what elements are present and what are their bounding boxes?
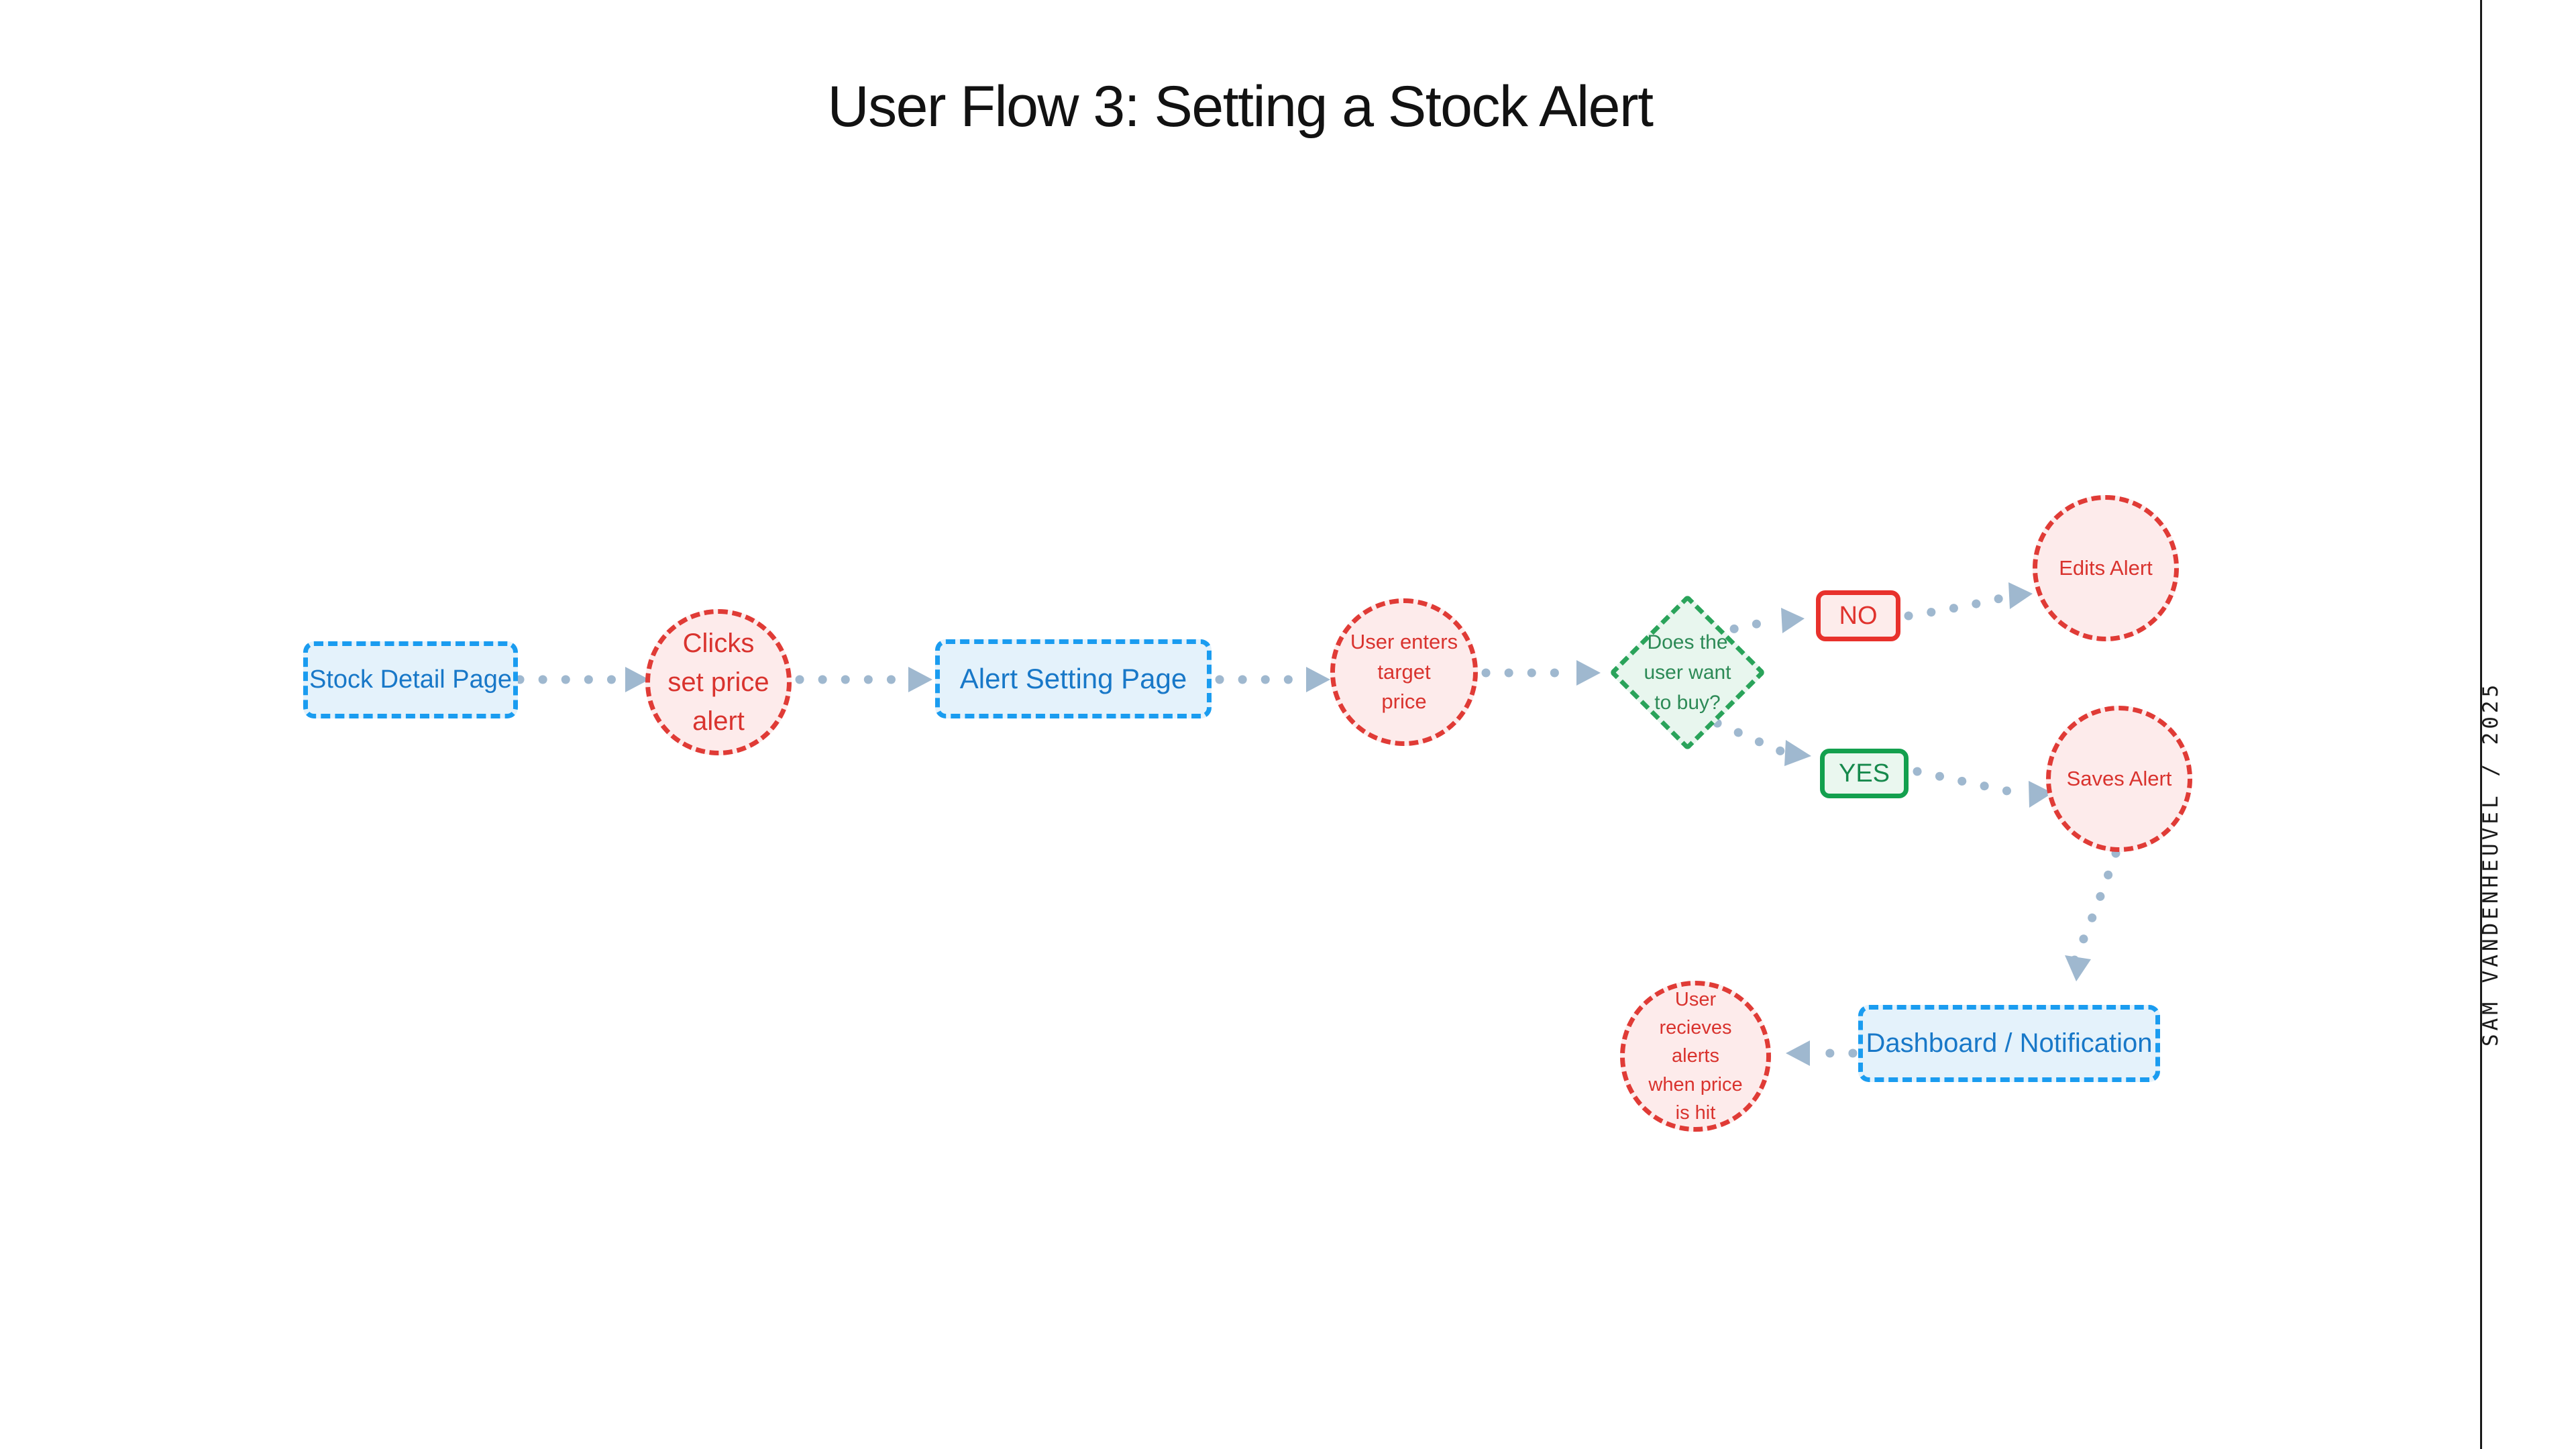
choice-yes-button[interactable]: YES <box>1820 749 1909 798</box>
edge-yes-to-saves-alert <box>1913 767 2053 808</box>
node-clicks-set-price-alert[interactable]: Clicks set price alert <box>645 609 792 755</box>
node-dashboard-notification[interactable]: Dashboard / Notification <box>1858 1005 2160 1082</box>
node-stock-detail-page[interactable]: Stock Detail Page <box>303 641 518 718</box>
node-saves-alert[interactable]: Saves Alert <box>2046 706 2192 852</box>
node-user-recieves-alerts[interactable]: User recieves alerts when price is hit <box>1620 981 1771 1132</box>
edge-saves-alert-to-dashboard <box>2065 849 2121 981</box>
decision-label: Does the user want to buy? <box>1644 631 1731 714</box>
node-edits-alert[interactable]: Edits Alert <box>2033 495 2179 641</box>
node-alert-setting-page[interactable]: Alert Setting Page <box>935 639 1212 718</box>
right-rail-divider <box>2480 0 2482 1449</box>
edge-clicks-to-alert-setting <box>795 667 932 692</box>
node-decision-does-user-want-to-buy[interactable]: Does the user want to buy? <box>1609 594 1766 751</box>
choice-no-button[interactable]: NO <box>1816 590 1900 641</box>
author-credit: SAM VANDENHEUVEL / 2025 <box>2479 681 2503 1046</box>
edge-alert-setting-to-enters-price <box>1215 667 1330 692</box>
page-title: User Flow 3: Setting a Stock Alert <box>827 74 1654 139</box>
edge-no-to-edits-alert <box>1904 582 2033 621</box>
edge-enters-price-to-decision <box>1481 660 1601 686</box>
edge-stock-detail-to-clicks <box>515 667 649 692</box>
edge-dashboard-to-user-recieves <box>1786 1040 1858 1066</box>
node-user-enters-target-price[interactable]: User enters target price <box>1330 598 1478 746</box>
